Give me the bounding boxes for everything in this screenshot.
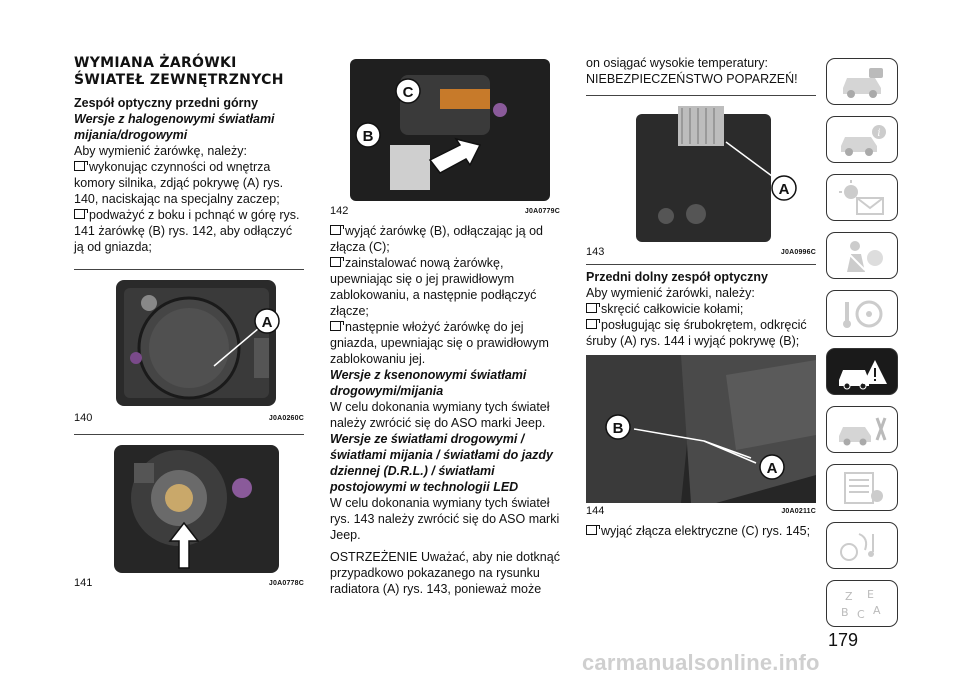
step-item: podważyć z boku i pchnąć w górę rys. 141…	[74, 208, 300, 254]
lights-mail-icon	[839, 179, 884, 215]
callout-label-a: A	[779, 181, 790, 198]
page-number: 179	[828, 630, 859, 650]
checkbox-bullet-icon	[586, 525, 600, 535]
step-item: następnie włożyć żarówkę do jej gniazda,…	[330, 320, 549, 366]
svg-text:i: i	[877, 128, 880, 139]
tab-safety[interactable]	[826, 232, 898, 279]
figure-code: J0A0779C	[524, 207, 560, 215]
figure-140: A	[74, 278, 304, 410]
checkbox-bullet-icon	[330, 257, 344, 267]
multimedia-icon	[840, 532, 874, 561]
svg-text:C: C	[857, 608, 865, 621]
step-item: wyjąć żarówkę (B), odłączając ją od złąc…	[330, 224, 543, 254]
figure-code: J0A0211C	[781, 507, 816, 515]
variant-heading: Wersje ze światłami drogowymi / światłam…	[330, 432, 553, 494]
column-2: C B 142 J0A0779C wyjąć żarówkę (B), odłą…	[330, 55, 560, 597]
figure-143: A	[586, 104, 816, 244]
wheel-arch-photo: B A	[586, 355, 816, 503]
figure-code: J0A0996C	[780, 248, 816, 256]
checkbox-bullet-icon	[586, 319, 600, 329]
watermark: carmanualsonline.info	[582, 650, 820, 675]
headlamp-cover-photo: A	[116, 280, 280, 406]
tab-starting-driving[interactable]	[826, 290, 898, 337]
divider	[74, 434, 304, 435]
paragraph: on osiągać wysokie temperatury:	[586, 56, 769, 70]
paragraph: W celu dokonania wymiany tych świateł na…	[330, 400, 550, 430]
callout-label-a: A	[262, 314, 273, 331]
danger-text: NIEBEZPIECZEŃSTWO POPARZEŃ!	[586, 72, 798, 86]
paragraph: W celu dokonania wymiany tych świateł ry…	[330, 496, 560, 542]
tab-lights-messages[interactable]	[826, 174, 898, 221]
svg-text:A: A	[873, 604, 881, 617]
step-item: skręcić całkowicie kołami;	[586, 301, 816, 317]
checkbox-bullet-icon	[330, 225, 344, 235]
variant-heading: Wersje z halogenowymi światłami mijania/…	[74, 112, 275, 142]
figure-number: 140	[74, 412, 93, 424]
seatbelt-airbag-icon	[846, 240, 883, 272]
figure-144: B A	[586, 355, 816, 503]
tab-dashboard[interactable]	[826, 58, 898, 105]
steering-wheel-key-icon	[843, 300, 883, 328]
column-1: WYMIANA ŻARÓWKI ŚWIATEŁ ZEWNĘTRZNYCH Zes…	[74, 55, 304, 589]
figure-code: J0A0260C	[268, 414, 304, 422]
bulb-connector-photo: C B	[350, 59, 550, 201]
specs-list-icon	[844, 471, 883, 504]
checkbox-bullet-icon	[586, 303, 600, 313]
figure-caption: 142 J0A0779C	[330, 205, 560, 217]
intro-text: Aby wymienić żarówkę, należy:	[74, 144, 247, 158]
step-item: zainstalować nową żarówkę, upewniając si…	[330, 256, 537, 318]
breakdown-warning-icon	[839, 359, 887, 389]
car-dashboard-icon	[843, 67, 883, 98]
divider	[586, 264, 816, 265]
figure-number: 144	[586, 505, 605, 517]
callout-label-a: A	[767, 460, 778, 477]
callout-label-b: B	[363, 128, 374, 145]
step-item: wyjąć złącza elektryczne (C) rys. 145;	[586, 523, 816, 539]
svg-text:E: E	[867, 588, 874, 601]
tab-car-info[interactable]: i	[826, 116, 898, 163]
figure-caption: 140 J0A0260C	[74, 412, 304, 424]
figure-number: 143	[586, 246, 605, 258]
led-headlamp-photo: A	[636, 106, 797, 242]
svg-text:B: B	[841, 606, 849, 619]
checkbox-bullet-icon	[74, 209, 88, 219]
headlamp-bulb-photo	[114, 445, 279, 573]
figure-caption: 144 J0A0211C	[586, 505, 816, 517]
checkbox-bullet-icon	[330, 321, 344, 331]
tab-emergency[interactable]	[826, 348, 898, 395]
column-3: on osiągać wysokie temperatury: NIEBEZPI…	[586, 55, 816, 539]
warning-text: OSTRZEŻENIE Uważać, aby nie dotknąć przy…	[330, 550, 560, 596]
intro-text: Aby wymienić żarówki, należy:	[586, 286, 755, 300]
tab-servicing[interactable]	[826, 406, 898, 453]
divider	[586, 95, 816, 96]
figure-caption: 141 J0A0778C	[74, 577, 304, 589]
tab-technical-data[interactable]	[826, 464, 898, 511]
callout-label-c: C	[403, 84, 414, 101]
figure-number: 142	[330, 205, 349, 217]
section-title: WYMIANA ŻARÓWKI ŚWIATEŁ ZEWNĘTRZNYCH	[74, 55, 284, 88]
tab-multimedia[interactable]	[826, 522, 898, 569]
car-tools-icon	[839, 416, 887, 445]
figure-code: J0A0778C	[268, 579, 304, 587]
divider	[74, 269, 304, 270]
subsection-title: Zespół optyczny przedni górny	[74, 96, 259, 110]
step-item: wykonując czynności od wnętrza komory si…	[74, 160, 284, 206]
figure-number: 141	[74, 577, 93, 589]
subsection-title: Przedni dolny zespół optyczny	[586, 270, 768, 284]
callout-label-b: B	[613, 420, 624, 437]
car-info-icon: i	[841, 124, 886, 156]
figure-caption: 143 J0A0996C	[586, 246, 816, 258]
checkbox-bullet-icon	[74, 161, 88, 171]
variant-heading: Wersje z ksenonowymi światłami drogowymi…	[330, 368, 527, 398]
step-item: posługując się śrubokrętem, odkręcić śru…	[586, 318, 807, 348]
figure-142: C B	[330, 55, 560, 203]
svg-text:Z: Z	[845, 590, 853, 603]
figure-141	[74, 443, 304, 575]
